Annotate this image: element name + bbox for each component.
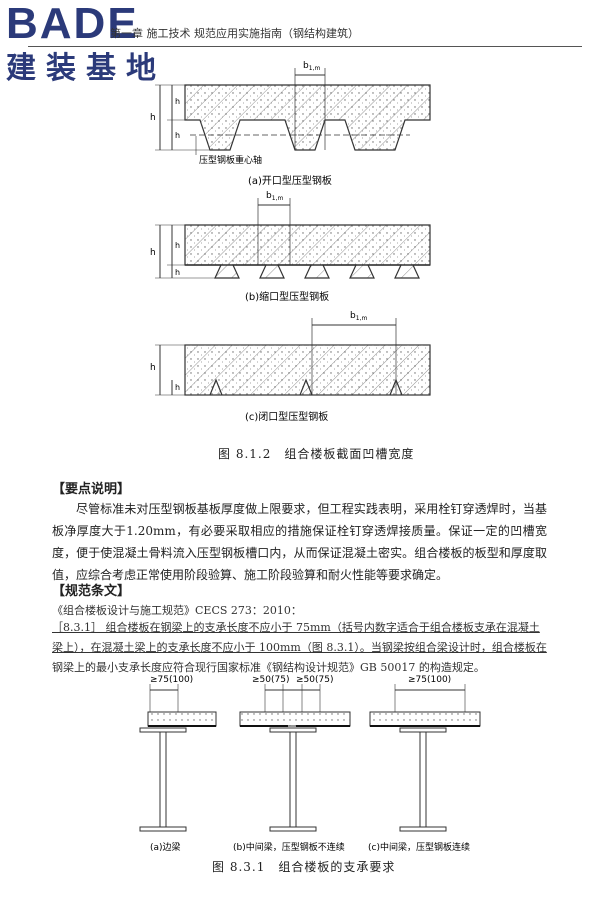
profile-closed-type: b1,m h h — [150, 311, 431, 396]
dim-b-h: h — [150, 248, 156, 258]
figure-8-1-2: b1,m h h h 压型钢板重心轴 (a)开口型压型钢板 b1,m h h h… — [150, 61, 431, 423]
clause-line-1: ［8.3.1］ 组合楼板在钢梁上的支承长度不应小于 75mm（括号内数字适合于组… — [52, 621, 540, 634]
logo-wordmark: BADE — [6, 0, 139, 48]
caption-edge: (a)边梁 — [150, 841, 181, 853]
caption-b: (b)缩口型压型钢板 — [245, 290, 329, 303]
label-c-b1m: b — [350, 311, 356, 321]
profile-open-type: b1,m h h h 压型钢板重心轴 — [150, 61, 431, 166]
svg-text:b1,m: b1,m — [350, 311, 367, 322]
header-rule — [28, 46, 582, 47]
caption-intermediate-continuous: (c)中间梁，压型钢板连续 — [368, 841, 470, 853]
logo-subtitle: 建装基地 — [6, 51, 166, 86]
dim-hc: h — [175, 97, 180, 106]
label-b-b1m-sub: 1,m — [272, 195, 284, 202]
clause-line-3: 钢梁上的最小支承长度应符合现行国家标准《钢结构设计规范》GB 50017 的构造… — [52, 661, 485, 674]
label-b1m-sub: 1,m — [309, 65, 321, 72]
figure-8-3-1-caption: 图 8.3.1 组合楼板的支承要求 — [212, 860, 396, 874]
svg-text:b1,m: b1,m — [266, 191, 283, 202]
axis-note: 压型钢板重心轴 — [199, 154, 262, 166]
dim-b1: ≥50(75) — [252, 675, 289, 685]
figure-8-1-2-caption: 图 8.1.2 组合楼板截面凹槽宽度 — [218, 447, 415, 461]
support-intermediate-discontinuous: ≥50(75) ≥50(75) (b)中间梁，压型钢板不连续 — [233, 675, 351, 853]
dim-b-hc: h — [175, 241, 180, 250]
clause-line-2: 梁上），在混凝土梁上的支承长度不应小于 100mm（图 8.3.1）。当钢梁按组… — [52, 641, 547, 654]
dim-h: h — [150, 113, 156, 123]
dim-c-hs: h — [175, 383, 180, 392]
dim-c: ≥75(100) — [408, 675, 451, 685]
running-title: 第一章 施工技术 规范应用实施指南（钢结构建筑） — [110, 27, 359, 40]
spec-standard: 《组合楼板设计与施工规范》CECS 273：2010： — [52, 604, 302, 617]
dim-a: ≥75(100) — [150, 675, 193, 685]
svg-text:b1,m: b1,m — [303, 61, 320, 72]
label-c-b1m-sub: 1,m — [356, 315, 368, 322]
profile-reentrant-type: b1,m h h h — [150, 191, 431, 279]
spec-clause: ［8.3.1］ 组合楼板在钢梁上的支承长度不应小于 75mm（括号内数字适合于组… — [52, 618, 552, 678]
label-b1m: b — [303, 61, 309, 71]
dim-b-hs: h — [175, 268, 180, 277]
notes-title: 【要点说明】 — [52, 482, 131, 497]
notes-paragraph: 尽管标准未对压型钢板基板厚度做上限要求，但工程实践表明，采用栓钉穿透焊时，当基板… — [52, 502, 547, 582]
caption-a: (a)开口型压型钢板 — [248, 174, 332, 187]
caption-c: (c)闭口型压型钢板 — [245, 410, 328, 423]
support-intermediate-continuous: ≥75(100) (c)中间梁，压型钢板连续 — [368, 675, 481, 853]
support-edge-beam: ≥75(100) (a)边梁 — [139, 675, 217, 853]
dim-b2: ≥50(75) — [296, 675, 333, 685]
dim-hs: h — [175, 131, 180, 140]
label-b-b1m: b — [266, 191, 272, 201]
figure-8-3-1: ≥75(100) (a)边梁 ≥50(75) ≥50(75) (b)中间梁，压型… — [139, 675, 481, 853]
spec-title: 【规范条文】 — [52, 584, 131, 599]
bade-logo: BADE 建装基地 — [6, 2, 171, 86]
dim-c-h: h — [150, 363, 156, 373]
caption-intermediate-discontinuous: (b)中间梁，压型钢板不连续 — [233, 841, 345, 853]
